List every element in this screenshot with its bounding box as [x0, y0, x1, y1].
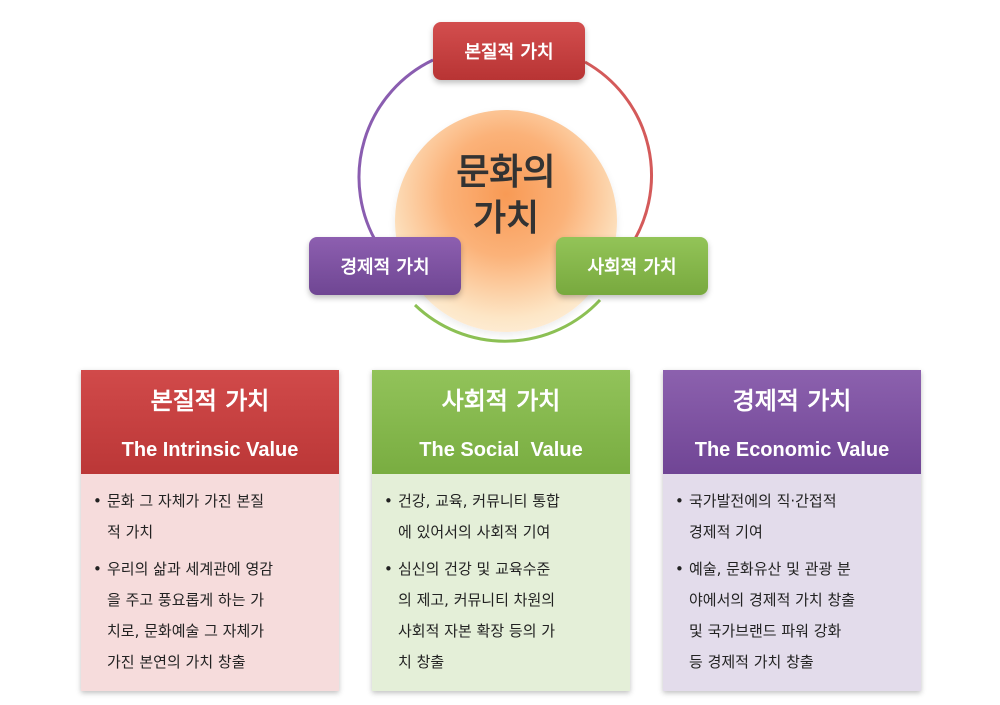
card-header: 사회적 가치 The Social Value	[372, 370, 630, 474]
card-economic-value: 경제적 가치 The Economic Value 국가발전에의 직·간접적 경…	[663, 370, 921, 691]
node-intrinsic-value: 본질적 가치	[433, 22, 585, 80]
card-title-en: The Economic Value	[694, 439, 890, 461]
bullet-list: 건강, 교육, 커뮤니티 통합 에 있어서의 사회적 기여 심신의 건강 및 교…	[384, 486, 620, 678]
card-header: 본질적 가치 The Intrinsic Value	[81, 370, 339, 474]
cycle-ring	[357, 58, 653, 343]
bullet-item: 우리의 삶과 세계관에 영감 을 주고 풍요롭게 하는 가 치로, 문화예술 그…	[93, 554, 329, 678]
card-title-en: The Intrinsic Value	[121, 439, 299, 461]
bullet-item: 국가발전에의 직·간접적 경제적 기여	[675, 486, 911, 548]
card-title-ko: 경제적 가치	[732, 387, 852, 415]
card-title-ko: 사회적 가치	[441, 387, 561, 415]
node-social-value: 사회적 가치	[556, 237, 708, 295]
card-title-en: The Social Value	[419, 439, 583, 461]
bullet-item: 심신의 건강 및 교육수준 의 제고, 커뮤니티 차원의 사회적 자본 확장 등…	[384, 554, 620, 678]
card-body: 건강, 교육, 커뮤니티 통합 에 있어서의 사회적 기여 심신의 건강 및 교…	[372, 474, 630, 691]
center-title: 문화의 가치	[456, 152, 556, 239]
bullet-item: 문화 그 자체가 가진 본질 적 가치	[93, 486, 329, 548]
bullet-item: 건강, 교육, 커뮤니티 통합 에 있어서의 사회적 기여	[384, 486, 620, 548]
card-intrinsic-value: 본질적 가치 The Intrinsic Value 문화 그 자체가 가진 본…	[81, 370, 339, 691]
ring-arc-green	[413, 298, 602, 343]
card-header: 경제적 가치 The Economic Value	[663, 370, 921, 474]
bullet-list: 국가발전에의 직·간접적 경제적 기여 예술, 문화유산 및 관광 분 야에서의…	[675, 486, 911, 678]
node-economic-value: 경제적 가치	[309, 237, 461, 295]
card-social-value: 사회적 가치 The Social Value 건강, 교육, 커뮤니티 통합 …	[372, 370, 630, 691]
card-body: 문화 그 자체가 가진 본질 적 가치 우리의 삶과 세계관에 영감 을 주고 …	[81, 474, 339, 691]
card-title-ko: 본질적 가치	[150, 387, 270, 415]
center-circle	[395, 110, 617, 332]
card-body: 국가발전에의 직·간접적 경제적 기여 예술, 문화유산 및 관광 분 야에서의…	[663, 474, 921, 691]
bullet-item: 예술, 문화유산 및 관광 분 야에서의 경제적 가치 창출 및 국가브랜드 파…	[675, 554, 911, 678]
ring-arc-red	[584, 60, 653, 251]
ring-arc-purple	[357, 58, 434, 246]
bullet-list: 문화 그 자체가 가진 본질 적 가치 우리의 삶과 세계관에 영감 을 주고 …	[93, 486, 329, 678]
